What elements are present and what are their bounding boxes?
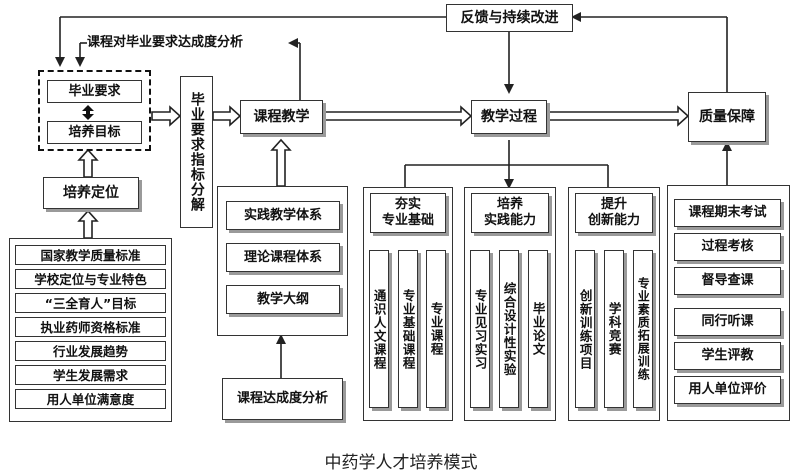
quality-item-label: 过程考核 <box>701 239 754 255</box>
course-teaching-label: 课程教学 <box>253 108 310 125</box>
group-item-label: 专业见习实习 <box>472 288 488 370</box>
quality-item: 课程期末考试 <box>674 199 781 227</box>
group-item-label: 通识人文课程 <box>371 288 387 370</box>
group-title-label: 培养 实践能力 <box>483 197 536 228</box>
course-item-label: 实践教学体系 <box>243 207 322 223</box>
quality-assurance-label: 质量保障 <box>699 108 755 125</box>
group-foundation-title: 夯实 专业基础 <box>370 193 446 233</box>
group-item-label: 综合设计性实验 <box>501 281 517 377</box>
group-item-label: 毕业论文 <box>530 302 546 356</box>
group-item-label: 专业基础课程 <box>400 288 416 370</box>
input-item: 用人单位满意度 <box>15 389 166 409</box>
input-label: 学生发展需求 <box>52 367 128 383</box>
positioning-box: 培养定位 <box>43 177 139 209</box>
input-label: 国家教学质量标准 <box>40 247 141 263</box>
graduation-requirements-box: 毕业要求 <box>47 80 142 103</box>
quality-item-label: 督导查课 <box>701 273 754 289</box>
input-item: 国家教学质量标准 <box>15 245 166 265</box>
group-practice-item: 毕业论文 <box>528 250 548 408</box>
group-innovation-item: 创新训练项目 <box>575 250 595 408</box>
positioning-label: 培养定位 <box>63 184 119 201</box>
group-foundation-item: 专业课程 <box>426 250 446 408</box>
input-item: 行业发展趋势 <box>15 341 166 361</box>
group-item-label: 专业课程 <box>428 302 444 356</box>
curriculum-analysis-label: 课程对毕业要求达成度分析 <box>87 35 244 51</box>
quality-item-label: 用人单位评价 <box>688 382 767 398</box>
quality-item: 用人单位评价 <box>674 376 781 404</box>
input-item: “三全育人”目标 <box>15 293 166 313</box>
group-title-label: 提升 创新能力 <box>587 197 640 228</box>
input-label: 学校定位与专业特色 <box>34 271 147 287</box>
quality-item: 学生评教 <box>674 342 781 370</box>
feedback-box: 反馈与持续改进 <box>446 4 573 32</box>
quality-item: 督导查课 <box>674 267 781 295</box>
group-item-label: 创新训练项目 <box>577 288 593 370</box>
decomposition-label: 毕业要求指标分解 <box>188 92 205 212</box>
course-teaching-box: 课程教学 <box>240 100 323 134</box>
course-item-practice: 实践教学体系 <box>226 201 340 230</box>
quality-item: 同行听课 <box>674 308 781 336</box>
course-item-label: 理论课程体系 <box>243 249 322 265</box>
group-item-label: 学科竞赛 <box>606 302 622 356</box>
figure-caption: 中药学人才培养模式 <box>324 453 478 473</box>
quality-item-label: 学生评教 <box>701 348 754 364</box>
input-item: 学生发展需求 <box>15 365 166 385</box>
quality-item-label: 同行听课 <box>701 314 754 330</box>
group-foundation-item: 专业基础课程 <box>398 250 418 408</box>
group-title-label: 夯实 专业基础 <box>381 197 434 228</box>
training-objectives-box: 培养目标 <box>47 121 142 144</box>
feedback-label: 反馈与持续改进 <box>460 9 559 26</box>
course-item-syllabus: 教学大纲 <box>226 285 340 314</box>
group-innovation-item: 专业素质拓展训练 <box>633 250 653 408</box>
course-item-theory: 理论课程体系 <box>226 243 340 272</box>
group-practice-title: 培养 实践能力 <box>471 193 549 233</box>
group-item-label: 专业素质拓展训练 <box>636 277 651 381</box>
input-label: 执业药师资格标准 <box>40 319 141 335</box>
course-analysis-box: 课程达成度分析 <box>222 378 343 420</box>
inputs-list: 国家教学质量标准 学校定位与专业特色 “三全育人”目标 执业药师资格标准 行业发… <box>15 245 167 409</box>
input-item: 执业药师资格标准 <box>15 317 166 337</box>
input-label: 行业发展趋势 <box>52 343 128 359</box>
quality-assurance-box: 质量保障 <box>688 92 766 142</box>
group-practice-item: 专业见习实习 <box>470 250 490 408</box>
quality-item-label: 课程期末考试 <box>688 205 767 221</box>
decomposition-box: 毕业要求指标分解 <box>180 76 213 228</box>
curriculum-analysis-box: 课程对毕业要求达成度分析 <box>87 32 290 54</box>
requirements-objectives-group <box>38 70 151 151</box>
course-analysis-label: 课程达成度分析 <box>236 391 328 407</box>
input-item: 学校定位与专业特色 <box>15 269 166 289</box>
teaching-process-label: 教学过程 <box>481 108 537 125</box>
training-objectives-label: 培养目标 <box>68 124 121 140</box>
course-item-label: 教学大纲 <box>256 291 309 307</box>
input-label: “三全育人”目标 <box>44 295 137 311</box>
group-innovation-item: 学科竞赛 <box>604 250 624 408</box>
group-foundation-item: 通识人文课程 <box>369 250 389 408</box>
input-label: 用人单位满意度 <box>46 391 135 407</box>
group-practice-item: 综合设计性实验 <box>499 250 519 408</box>
teaching-process-box: 教学过程 <box>471 100 547 134</box>
graduation-requirements-label: 毕业要求 <box>68 83 121 99</box>
quality-item: 过程考核 <box>674 233 781 261</box>
group-innovation-title: 提升 创新能力 <box>575 193 653 233</box>
